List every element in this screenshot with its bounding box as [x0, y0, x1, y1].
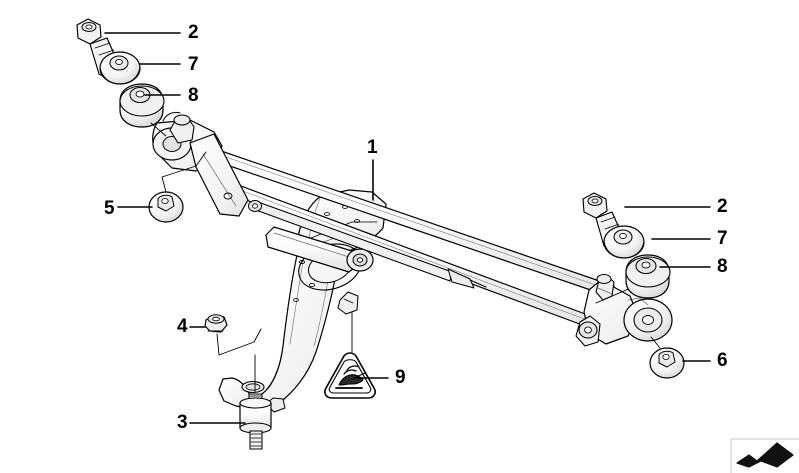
callout-8-left: 8	[188, 85, 199, 106]
callout-5: 5	[104, 198, 115, 219]
part-9-warning-triangle	[324, 304, 376, 399]
tie-rod	[248, 200, 487, 289]
callout-7-right: 7	[717, 228, 728, 249]
crank-arm-center	[265, 226, 374, 273]
linkage-rod-upper	[194, 142, 615, 298]
part-4-hex-nut	[204, 314, 262, 356]
callout-3: 3	[177, 412, 188, 433]
bracket-clip-tab	[337, 291, 359, 315]
part-7-washer-left	[99, 51, 141, 85]
part-6-bushing-right	[649, 336, 685, 379]
callout-4: 4	[177, 316, 188, 337]
right-pivot-housing	[575, 273, 673, 347]
callout-8-right: 8	[717, 256, 728, 277]
callout-9: 9	[395, 367, 406, 388]
logo-glyph	[730, 438, 799, 473]
callout-7-left: 7	[188, 54, 199, 75]
callout-2-left: 2	[188, 22, 199, 43]
part-8-mount-right	[625, 254, 671, 299]
part-7-washer-right	[603, 225, 645, 259]
callout-6: 6	[717, 350, 728, 371]
corner-logo-mark	[727, 433, 799, 473]
callout-1: 1	[367, 137, 378, 158]
leader-lines	[104, 32, 711, 424]
linkage-rod-lower	[210, 175, 597, 330]
part-3-grommet-mount	[239, 354, 272, 450]
part-5-bushing-left	[148, 151, 207, 223]
callout-2-right: 2	[717, 196, 728, 217]
